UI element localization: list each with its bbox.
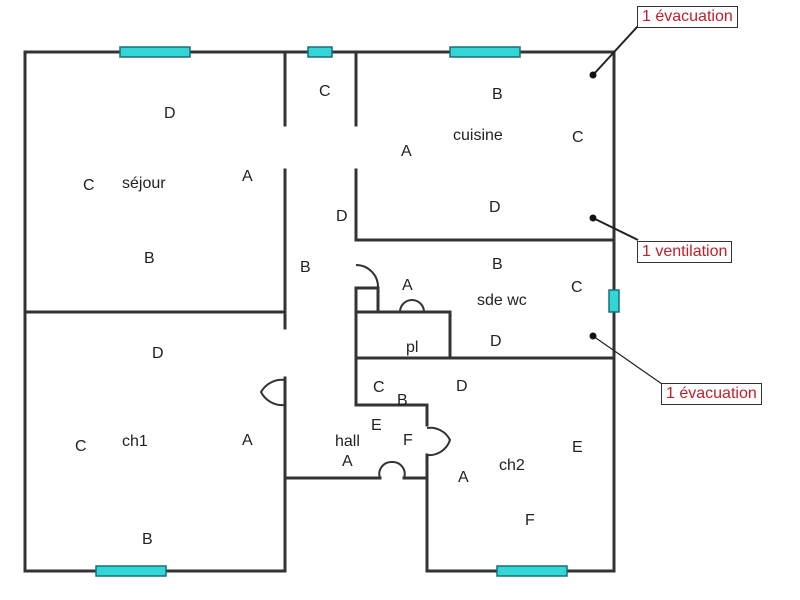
window-ch1 xyxy=(95,565,167,577)
room-label-sejour: séjour xyxy=(122,175,166,192)
doors xyxy=(259,263,452,479)
windows xyxy=(95,46,620,577)
room-label-cuisine: cuisine xyxy=(453,127,503,144)
room-label-ch2: ch2 xyxy=(499,457,525,474)
wall-letter: C xyxy=(571,279,583,296)
wall-letter: B xyxy=(300,259,311,276)
wall-letter: A xyxy=(242,432,253,449)
callout-evacuation-bottom: 1 évacuation xyxy=(661,383,762,405)
door-ch2 xyxy=(426,426,452,457)
room-label-ch1: ch1 xyxy=(122,433,148,450)
callout-evacuation-top: 1 évacuation xyxy=(637,6,738,28)
room-labels: séjour cuisine sde wc pl hall ch1 ch2 xyxy=(122,127,527,474)
door-ch1 xyxy=(259,378,286,407)
wall-letter: D xyxy=(336,208,348,225)
wall-letter: C xyxy=(373,379,385,396)
door-pl xyxy=(399,298,425,313)
wall-letter: A xyxy=(401,143,412,160)
wall-letter: A xyxy=(342,453,353,470)
wall-letter: F xyxy=(525,512,535,529)
marker-evac-top xyxy=(589,71,597,79)
marker-ventilation xyxy=(589,214,597,222)
window-corridor xyxy=(307,46,333,58)
callout-leaders xyxy=(589,25,663,385)
window-sejour xyxy=(119,46,191,58)
callout-ventilation: 1 ventilation xyxy=(637,241,733,263)
interior-walls xyxy=(23,50,616,480)
wall-letter: C xyxy=(572,129,584,146)
wall-letter: D xyxy=(164,105,176,122)
wall-letter: D xyxy=(152,345,164,362)
window-ch2 xyxy=(496,565,568,577)
room-label-pl: pl xyxy=(406,339,418,356)
leader-evac-top xyxy=(592,25,639,76)
wall-letter: B xyxy=(492,86,503,103)
wall-letters: D C A B C B B A C D D B A C D D C A B C … xyxy=(75,83,584,548)
wall-letter: C xyxy=(75,438,87,455)
wall-letter: E xyxy=(572,439,583,456)
wall-letter: C xyxy=(83,177,95,194)
wall-letter: D xyxy=(489,199,501,216)
wall-letter: E xyxy=(371,417,382,434)
wall-letter: A xyxy=(402,277,413,294)
wall-letter: D xyxy=(490,333,502,350)
wall-letter: B xyxy=(144,250,155,267)
wall-letter: B xyxy=(142,531,153,548)
room-label-hall: hall xyxy=(335,433,360,450)
wall-letter: C xyxy=(319,83,331,100)
window-cuisine xyxy=(449,46,521,58)
wall-letter: F xyxy=(403,432,413,449)
wall-letter: B xyxy=(397,392,408,409)
door-entrance xyxy=(378,461,406,479)
leader-ventilation xyxy=(592,217,639,241)
wall-letter: D xyxy=(456,378,468,395)
wall-letter: A xyxy=(458,469,469,486)
leader-evac-bottom xyxy=(592,335,663,385)
marker-evac-bottom xyxy=(589,332,597,340)
room-label-sdewc: sde wc xyxy=(477,292,527,309)
wall-letter: A xyxy=(242,168,253,185)
wall-letter: B xyxy=(492,256,503,273)
window-sde xyxy=(608,289,620,313)
door-sde xyxy=(355,263,380,289)
